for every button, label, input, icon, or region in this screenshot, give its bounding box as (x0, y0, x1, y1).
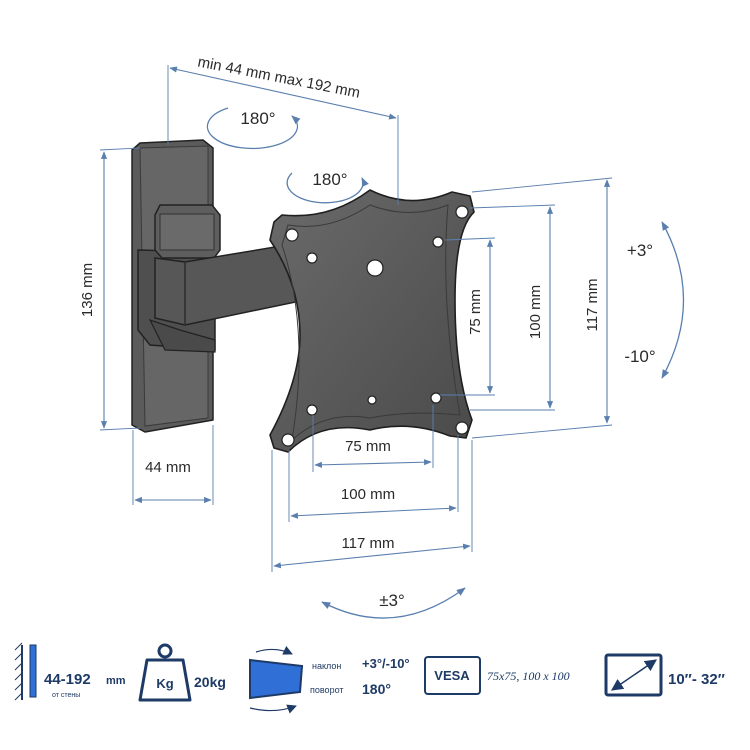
distance-caption: от стены (52, 692, 80, 699)
tilt-down-label: -10° (624, 347, 655, 366)
diagonal-icon (611, 659, 657, 691)
diagonal-value: 10″- 32″ (668, 671, 725, 688)
tilt-swivel-icon (249, 645, 304, 714)
weight-icon-label: Kg (156, 676, 173, 691)
vesa-holes (281, 205, 469, 447)
tilt-value: +3°/-10° (362, 656, 410, 671)
depth-range-label: min 44 mm max 192 mm (196, 53, 361, 101)
vesa-sizes: 75x75, 100 x 100 (487, 669, 570, 683)
tilt-up-label: +3° (627, 241, 653, 260)
swivel-plate-arc (286, 172, 369, 204)
swivel-value: 180° (362, 681, 391, 697)
vesa-badge: VESA (434, 668, 470, 683)
vesa-plate (269, 189, 475, 453)
wall-icon (14, 642, 37, 701)
weight-icon (138, 643, 192, 702)
bracket-drawing (131, 139, 475, 453)
tilt-arc (661, 221, 685, 379)
swivel-top-arc (206, 107, 301, 150)
vesa-h100-label: 100 mm (341, 486, 395, 503)
wall-height-label: 136 mm (79, 263, 96, 317)
rotation-arcs (206, 107, 685, 619)
distance-unit: mm (106, 675, 126, 687)
swivel-plate-label: 180° (312, 170, 347, 189)
rotation-label: ±3° (379, 591, 405, 610)
wall-width-label: 44 mm (145, 459, 191, 476)
dimension-lines (99, 65, 613, 572)
info-bar: 44-192 mm от стены Kg 20kg наклон +3°/-1… (14, 642, 725, 714)
rotation-arc (321, 587, 466, 619)
weight-value: 20kg (194, 674, 226, 690)
vesa-v75-label: 75 mm (467, 289, 484, 335)
swivel-label: поворот (310, 685, 344, 695)
plate-width-label: 117 mm (341, 535, 394, 552)
tilt-label: наклон (312, 661, 341, 671)
vesa-v100-label: 100 mm (527, 285, 544, 339)
swivel-top-label: 180° (240, 109, 275, 128)
plate-height-label: 117 mm (584, 278, 601, 331)
vesa-badge-frame (424, 656, 481, 695)
distance-value: 44-192 (44, 671, 91, 688)
vesa-h75-label: 75 mm (345, 438, 391, 455)
